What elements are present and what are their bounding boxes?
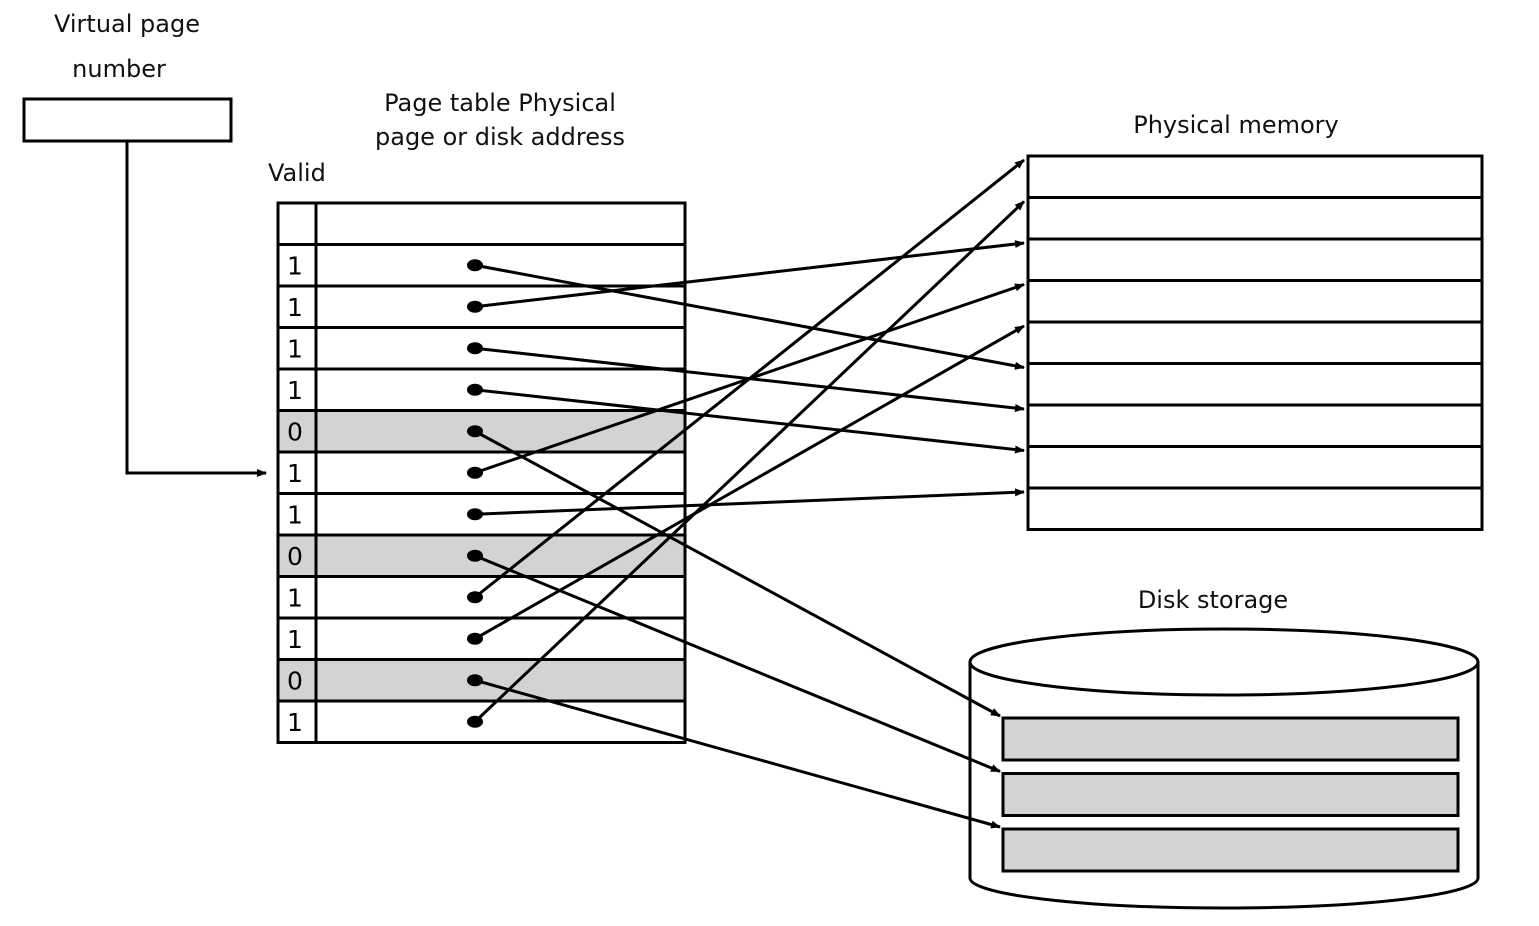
disk-block (1001, 827, 1460, 873)
mapping-arrow (474, 263, 1025, 370)
mapping-arrow (474, 554, 1001, 773)
entry-dot (467, 342, 483, 355)
address-cell (314, 243, 687, 288)
valid-column-label: Valid (268, 159, 326, 187)
page-table-label-line2: page or disk address (375, 123, 625, 151)
mapping-arrow (474, 388, 1025, 454)
entry-dot (467, 591, 483, 604)
memory-frame (1026, 445, 1484, 490)
entry-dot (467, 674, 483, 687)
address-cell (314, 284, 687, 329)
address-cell (314, 201, 687, 246)
valid-bit: 1 (287, 251, 303, 280)
entry-dot (467, 508, 483, 521)
disk-storage-label: Disk storage (1138, 586, 1288, 614)
disk-block (1001, 772, 1460, 817)
physical-memory (1026, 154, 1484, 531)
address-cell (314, 658, 687, 703)
mapping-arrow (474, 678, 1001, 829)
memory-frame (1026, 320, 1484, 365)
valid-bit: 0 (287, 417, 303, 446)
memory-frame (1026, 403, 1484, 448)
entry-dot (467, 549, 483, 562)
valid-bit: 1 (287, 376, 303, 405)
valid-cell (276, 492, 318, 537)
mapping-arrows (467, 158, 1026, 829)
valid-cell (276, 699, 318, 744)
address-cell (314, 575, 687, 620)
mapping-arrow (474, 324, 1025, 641)
address-cell (314, 533, 687, 578)
valid-bit: 1 (287, 459, 303, 488)
valid-bit: 1 (287, 334, 303, 363)
memory-frame (1026, 486, 1484, 531)
address-cell (314, 699, 687, 744)
valid-cell (276, 658, 318, 703)
memory-frame (1026, 154, 1484, 199)
virtual-page-number-box (22, 97, 233, 143)
virtual-page-number-label-line2: number (72, 55, 166, 83)
valid-bit: 1 (287, 293, 303, 322)
page-table-label: Page table Physical (384, 89, 616, 117)
disk-storage (968, 627, 1480, 910)
valid-cell (276, 201, 318, 246)
valid-bit: 1 (287, 625, 303, 654)
entry-dot (467, 715, 483, 728)
disk-block (1001, 716, 1460, 762)
physical-memory-label: Physical memory (1133, 111, 1339, 139)
valid-bit: 1 (287, 708, 303, 737)
memory-frame (1026, 362, 1484, 407)
valid-bit: 1 (287, 583, 303, 612)
mapping-arrow (474, 429, 1001, 718)
memory-frame (1026, 279, 1484, 324)
address-cell (314, 326, 687, 371)
address-cell (314, 367, 687, 412)
mapping-arrow (473, 200, 1026, 723)
index-arrow (125, 141, 267, 477)
mapping-arrow (474, 158, 1025, 599)
entry-dot (467, 466, 483, 479)
virtual-page-number-label: Virtual page (54, 10, 200, 38)
valid-bit: 0 (287, 542, 303, 571)
mapping-arrow (474, 488, 1025, 516)
entry-dot (467, 259, 483, 272)
valid-bit: 1 (287, 500, 303, 529)
mapping-arrow (474, 240, 1025, 309)
entry-dot (467, 425, 483, 438)
valid-bit: 0 (287, 666, 303, 695)
disk-cylinder-top (968, 627, 1480, 697)
entry-dot (467, 300, 483, 313)
memory-frame (1026, 237, 1484, 282)
entry-dot (467, 383, 483, 396)
entry-dot (467, 632, 483, 645)
valid-cell (276, 533, 318, 578)
page-table: 1 1 1 1 0 1 1 0 1 1 0 1 (276, 201, 687, 744)
memory-frame (1026, 196, 1484, 241)
